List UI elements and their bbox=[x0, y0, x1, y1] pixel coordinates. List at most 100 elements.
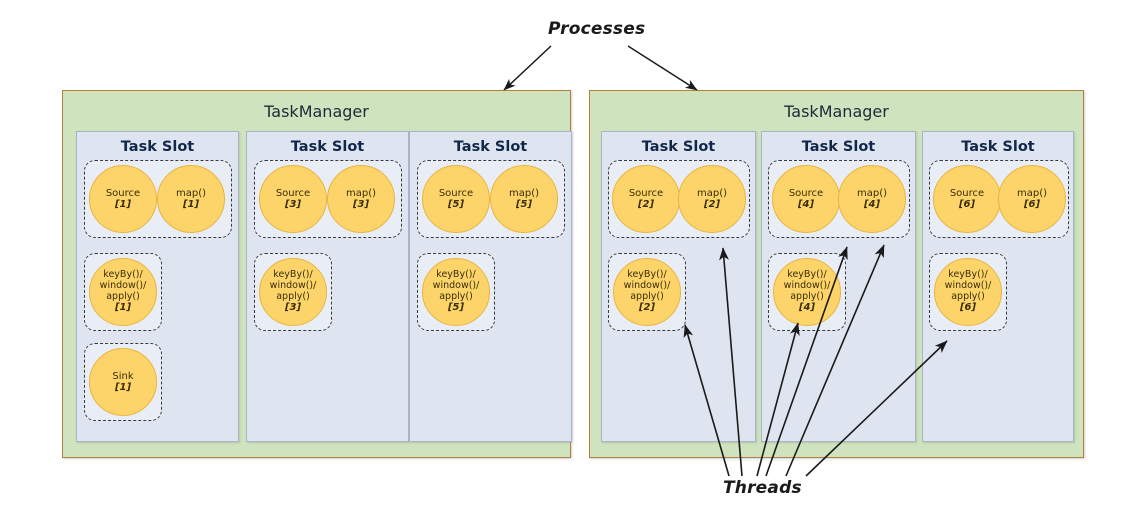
operator-name: Source bbox=[275, 187, 311, 199]
operator-chain-keyby: keyBy()/ window()/ apply() [4] bbox=[768, 253, 846, 331]
operator-keyby-window-apply[interactable]: keyBy()/ window()/ apply() [3] bbox=[259, 258, 327, 326]
operator-chain-source-map: Source [3] map() [3] bbox=[254, 160, 402, 238]
operator-name-lines: keyBy()/ window()/ apply() bbox=[270, 270, 317, 302]
operator-map[interactable]: map() [2] bbox=[678, 165, 746, 233]
operator-chain-keyby: keyBy()/ window()/ apply() [3] bbox=[254, 253, 332, 331]
task-slot-label: Task Slot bbox=[290, 139, 365, 155]
task-slot-label: Task Slot bbox=[961, 139, 1035, 155]
operator-name-line: window()/ bbox=[269, 280, 317, 292]
task-slot-5[interactable]: Task Slot Source [4] map() [4] keyBy()/ … bbox=[761, 131, 916, 442]
operator-name-line: apply() bbox=[790, 290, 824, 302]
operator-source[interactable]: Source [1] bbox=[89, 165, 157, 233]
operator-name: Sink bbox=[112, 370, 134, 382]
operator-index: [3] bbox=[284, 302, 302, 314]
operator-name: map() bbox=[175, 187, 207, 199]
operator-index: [6] bbox=[958, 199, 976, 210]
operator-map[interactable]: map() [6] bbox=[998, 165, 1066, 233]
operator-index: [5] bbox=[447, 302, 465, 314]
operator-chain-source-map: Source [6] map() [6] bbox=[929, 160, 1069, 238]
operator-source[interactable]: Source [4] bbox=[772, 165, 840, 233]
operator-chain-source-map: Source [4] map() [4] bbox=[768, 160, 910, 238]
operator-sink[interactable]: Sink [1] bbox=[89, 348, 157, 416]
operator-name-lines: keyBy()/ window()/ apply() bbox=[100, 270, 147, 302]
operator-name: Source bbox=[628, 187, 664, 199]
operator-keyby-window-apply[interactable]: keyBy()/ window()/ apply() [2] bbox=[613, 258, 681, 326]
processes-arrow-left bbox=[503, 45, 552, 91]
operator-keyby-window-apply[interactable]: keyBy()/ window()/ apply() [6] bbox=[934, 258, 1002, 326]
operator-index: [5] bbox=[447, 199, 465, 210]
operator-index: [2] bbox=[703, 199, 721, 210]
operator-map[interactable]: map() [5] bbox=[490, 165, 558, 233]
operator-name-line: apply() bbox=[630, 290, 664, 302]
operator-name-lines: keyBy()/ window()/ apply() bbox=[784, 270, 831, 302]
threads-annotation-label: Threads bbox=[723, 478, 802, 498]
operator-name-lines: keyBy()/ window()/ apply() bbox=[433, 270, 480, 302]
operator-chain-keyby: keyBy()/ window()/ apply() [1] bbox=[84, 253, 162, 331]
operator-index: [3] bbox=[352, 199, 370, 210]
operator-map[interactable]: map() [4] bbox=[838, 165, 906, 233]
operator-name-line: window()/ bbox=[432, 280, 480, 292]
task-slot-1[interactable]: Task Slot Source [1] map() [1] keyBy()/ … bbox=[76, 131, 239, 442]
operator-index: [6] bbox=[1023, 199, 1041, 210]
operator-source[interactable]: Source [2] bbox=[612, 165, 680, 233]
operator-name-line: keyBy()/ bbox=[627, 269, 667, 281]
operator-map[interactable]: map() [1] bbox=[157, 165, 225, 233]
operator-name: map() bbox=[1016, 187, 1048, 199]
operator-name-line: apply() bbox=[439, 290, 473, 302]
operator-source[interactable]: Source [3] bbox=[259, 165, 327, 233]
operator-name: map() bbox=[856, 187, 888, 199]
operator-name-line: keyBy()/ bbox=[273, 269, 313, 281]
operator-name: map() bbox=[508, 187, 540, 199]
task-slot-label: Task Slot bbox=[120, 139, 195, 155]
operator-name-line: apply() bbox=[276, 290, 310, 302]
taskmanager-2[interactable]: TaskManager Task Slot Source [2] map() [… bbox=[589, 90, 1084, 458]
task-slot-6[interactable]: Task Slot Source [6] map() [6] keyBy()/ … bbox=[922, 131, 1074, 442]
operator-name-line: window()/ bbox=[99, 280, 147, 292]
taskmanager-title: TaskManager bbox=[784, 102, 889, 121]
operator-index: [4] bbox=[798, 302, 816, 314]
operator-name: map() bbox=[696, 187, 728, 199]
operator-keyby-window-apply[interactable]: keyBy()/ window()/ apply() [4] bbox=[773, 258, 841, 326]
processes-annotation-label: Processes bbox=[548, 19, 646, 39]
operator-name: Source bbox=[438, 187, 474, 199]
operator-chain-source-map: Source [2] map() [2] bbox=[608, 160, 750, 238]
operator-name: Source bbox=[949, 187, 985, 199]
operator-name-line: keyBy()/ bbox=[948, 269, 988, 281]
task-slot-3[interactable]: Task Slot Source [5] map() [5] keyBy()/ … bbox=[409, 131, 572, 442]
operator-index: [1] bbox=[114, 199, 132, 210]
operator-keyby-window-apply[interactable]: keyBy()/ window()/ apply() [1] bbox=[89, 258, 157, 326]
operator-name-lines: keyBy()/ window()/ apply() bbox=[945, 270, 992, 302]
operator-source[interactable]: Source [5] bbox=[422, 165, 490, 233]
operator-chain-source-map: Source [1] map() [1] bbox=[84, 160, 232, 238]
operator-name-line: apply() bbox=[106, 290, 140, 302]
operator-chain-keyby: keyBy()/ window()/ apply() [2] bbox=[608, 253, 686, 331]
operator-name-line: window()/ bbox=[623, 280, 671, 292]
operator-index: [2] bbox=[637, 199, 655, 210]
operator-name: Source bbox=[105, 187, 141, 199]
operator-name-lines: keyBy()/ window()/ apply() bbox=[624, 270, 671, 302]
operator-index: [1] bbox=[182, 199, 200, 210]
operator-name: map() bbox=[345, 187, 377, 199]
task-slot-label: Task Slot bbox=[453, 139, 528, 155]
operator-index: [1] bbox=[114, 382, 132, 393]
task-slot-4[interactable]: Task Slot Source [2] map() [2] keyBy()/ … bbox=[601, 131, 756, 442]
operator-map[interactable]: map() [3] bbox=[327, 165, 395, 233]
operator-name-line: apply() bbox=[951, 290, 985, 302]
operator-name-line: keyBy()/ bbox=[436, 269, 476, 281]
task-slot-label: Task Slot bbox=[641, 139, 716, 155]
operator-chain-source-map: Source [5] map() [5] bbox=[417, 160, 565, 238]
operator-name-line: keyBy()/ bbox=[103, 269, 143, 281]
operator-keyby-window-apply[interactable]: keyBy()/ window()/ apply() [5] bbox=[422, 258, 490, 326]
task-slot-2[interactable]: Task Slot Source [3] map() [3] keyBy()/ … bbox=[246, 131, 409, 442]
operator-chain-sink: Sink [1] bbox=[84, 343, 162, 421]
taskmanager-1[interactable]: TaskManager Task Slot Source [1] map() [… bbox=[62, 90, 572, 458]
operator-index: [6] bbox=[959, 302, 977, 314]
operator-name-line: window()/ bbox=[944, 280, 992, 292]
operator-index: [4] bbox=[863, 199, 881, 210]
operator-index: [3] bbox=[284, 199, 302, 210]
processes-arrow-right bbox=[627, 45, 698, 91]
operator-source[interactable]: Source [6] bbox=[933, 165, 1001, 233]
operator-index: [1] bbox=[114, 302, 132, 314]
taskmanager-title: TaskManager bbox=[264, 102, 369, 121]
